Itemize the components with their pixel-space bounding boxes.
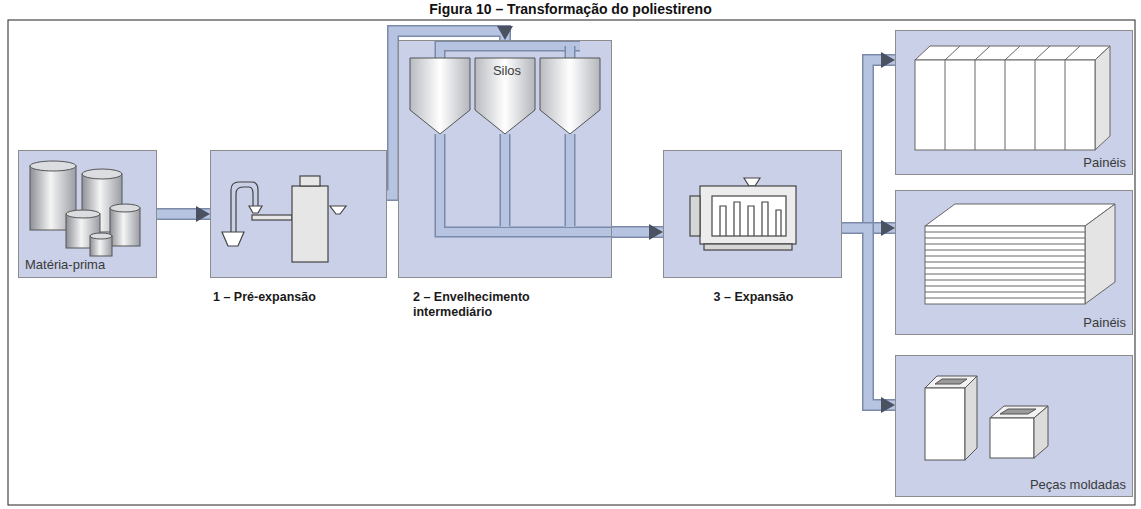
box-label: Painéis: [904, 315, 1126, 330]
step-label: 2 – Envelhecimento intermediário: [413, 290, 573, 320]
vertical-panels: [915, 46, 1110, 150]
pipe-connector: [842, 52, 895, 228]
arrow-head: [881, 397, 895, 413]
pipe-connector: [842, 228, 895, 413]
process-box: Painéis: [895, 30, 1133, 175]
process-box: Painéis: [895, 190, 1133, 335]
pipe-connector: [387, 26, 513, 195]
arrow-head: [497, 26, 513, 40]
pre-expander-machine: [222, 176, 346, 262]
silos: [410, 46, 612, 232]
arrow-head: [649, 224, 663, 240]
figure-title: Figura 10 – Transformação do poliestiren…: [0, 1, 1141, 17]
box-label: Painéis: [904, 155, 1126, 170]
arrow-head: [881, 52, 895, 68]
pipe-body: [842, 228, 895, 405]
process-box: 3 – Expansão: [663, 150, 842, 278]
pipe-outline: [842, 228, 895, 405]
outer-frame: [8, 20, 1135, 505]
box-label: Silos: [477, 63, 537, 78]
process-box: Peças moldadas: [895, 355, 1133, 497]
pipe-body: [842, 60, 895, 228]
pipe-connector: [157, 206, 210, 222]
step-label: 3 – Expansão: [664, 290, 843, 305]
expansion-machine: [690, 178, 796, 250]
pipe-outline: [842, 60, 895, 228]
arrow-head: [881, 220, 895, 236]
raw-material-drums: [30, 161, 140, 256]
box-label: Peças moldadas: [904, 477, 1126, 492]
pipe-connector: [612, 224, 663, 240]
pipe-outline: [387, 31, 505, 195]
process-box: Silos2 – Envelhecimento intermediário: [398, 40, 612, 278]
process-box: 1 – Pré-expansão: [210, 150, 387, 278]
box-fills: [18, 30, 1133, 497]
arrow-head: [196, 206, 210, 222]
process-box: Matéria-prima: [18, 150, 157, 278]
pipe-body: [387, 31, 505, 195]
box-label: Matéria-prima: [25, 257, 152, 272]
molded-parts: [925, 376, 1048, 460]
stacked-panels: [925, 204, 1115, 304]
step-label: 1 – Pré-expansão: [213, 290, 388, 305]
